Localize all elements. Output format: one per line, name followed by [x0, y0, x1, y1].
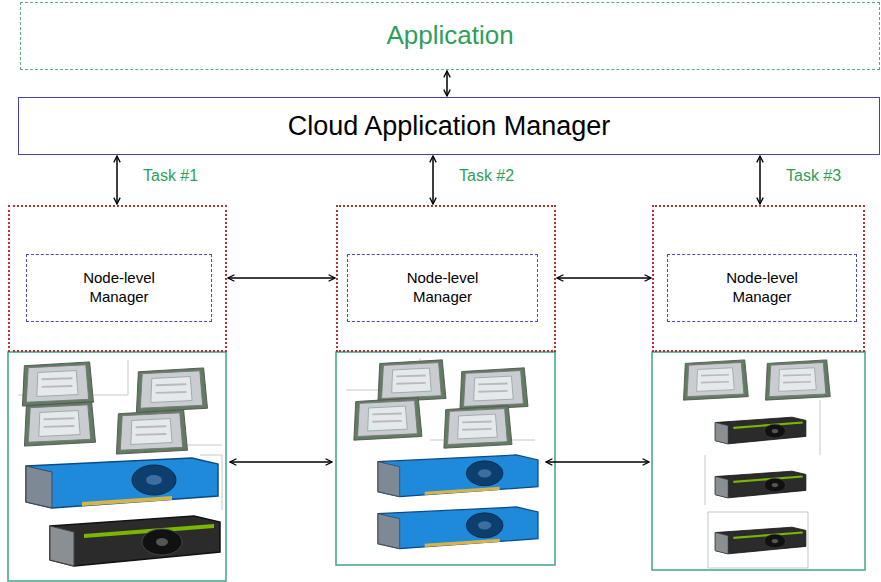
- manager-frame: Node-level Manager: [667, 254, 857, 322]
- compute-node: Node-level Manager: [652, 205, 865, 352]
- task-label: Task #3: [786, 167, 841, 185]
- node-text: Node-level Manager: [388, 269, 498, 307]
- double-arrow: [446, 71, 448, 96]
- manager-frame: Node-level Manager: [26, 254, 212, 322]
- node-text: Node-level Manager: [64, 269, 174, 307]
- node-text: Cloud Application Manager: [288, 110, 611, 142]
- manager-frame: Node-level Manager: [347, 254, 538, 322]
- double-arrow: [228, 277, 335, 279]
- double-arrow: [116, 156, 118, 204]
- node-text: Application: [386, 20, 513, 51]
- double-arrow: [759, 156, 761, 204]
- double-arrow: [557, 277, 651, 279]
- application-box: Application: [20, 2, 880, 70]
- compute-node: Node-level Manager: [8, 205, 227, 352]
- node-text: Node-level Manager: [707, 269, 817, 307]
- manager-bar: Cloud Application Manager: [18, 97, 880, 155]
- task-label: Task #2: [459, 167, 514, 185]
- task-label: Task #1: [143, 167, 198, 185]
- double-arrow: [432, 156, 434, 204]
- compute-node: Node-level Manager: [336, 205, 556, 352]
